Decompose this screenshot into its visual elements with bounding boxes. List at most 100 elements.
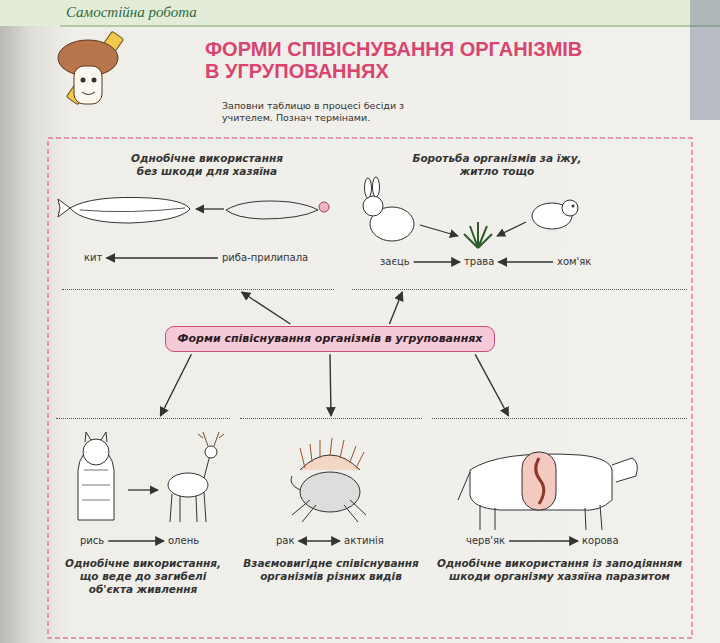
instruction-note: Заповни таблицю в процесі бесіди з учите…	[222, 100, 437, 125]
whale	[70, 197, 190, 223]
connector-arrow	[160, 354, 191, 416]
picture-arrow	[128, 489, 158, 490]
relation-description: Боротьба організмів за їжу, житло тощо	[407, 152, 587, 178]
organism-name: рак	[276, 535, 295, 547]
grass	[464, 222, 492, 248]
organism-name: рись	[80, 535, 104, 547]
shell	[300, 472, 360, 512]
competition-picture	[363, 177, 578, 248]
header-rule	[60, 25, 720, 27]
central-text: Форми співіснування організмів в угрупов…	[176, 332, 484, 346]
organism-label: хом'як	[557, 256, 591, 268]
organism-name: заєць	[380, 256, 410, 268]
eye	[92, 78, 97, 83]
deer-body	[168, 473, 208, 497]
cow-head	[612, 458, 637, 482]
rabbit-ear	[365, 178, 372, 198]
relation-group: Однобічне використання, що веде до загиб…	[56, 418, 230, 635]
picture-arrow	[497, 222, 526, 236]
relation-group: Взаємовигідне співіснування організмів р…	[240, 418, 422, 635]
lynx-ears	[85, 432, 107, 442]
organism-name: олень	[168, 535, 199, 547]
organism-name: черв'як	[466, 535, 505, 547]
description-block: Взаємовигідне співіснування організмів р…	[240, 557, 422, 583]
description-block: Боротьба організмів за їжу, житло тощо	[407, 152, 587, 178]
predator-picture	[78, 432, 224, 522]
frame	[48, 138, 692, 638]
hamster-eye	[572, 205, 575, 208]
connector-arrow	[106, 257, 218, 258]
description-block: Однобічне використання, що веде до загиб…	[56, 557, 230, 596]
crab-legs	[292, 500, 366, 522]
relation-group: Однобічне використання без шкоди для хаз…	[62, 148, 334, 290]
organism-label: актинія	[344, 535, 384, 547]
rabbit-head	[363, 196, 383, 216]
page-title: ФОРМИ СПІВІСНУВАННЯ ОРГАНІЗМІВ В УГРУПОВ…	[205, 38, 585, 83]
symbiosis-picture	[291, 438, 366, 522]
connector-arrow	[108, 540, 164, 541]
anemone	[300, 455, 360, 470]
relation-description: Взаємовигідне співіснування організмів р…	[240, 557, 422, 583]
connector-arrow	[242, 292, 291, 324]
fish-spot	[319, 202, 329, 212]
relation-description: Однобічне використання із заподіянням шк…	[432, 557, 687, 583]
organism-name: хом'як	[557, 256, 591, 268]
fish	[226, 201, 318, 219]
description-block: Однобічне використання без шкоди для хаз…	[122, 152, 292, 178]
organism-label: рак	[276, 535, 295, 547]
hamster-head	[562, 200, 578, 216]
worm	[536, 458, 544, 504]
anemone-tentacles	[300, 438, 364, 468]
organism-label: трава	[464, 256, 494, 268]
organism-label: черв'як	[466, 535, 505, 547]
description-block: Однобічне використання із заподіянням шк…	[432, 557, 687, 583]
connector-arrow	[475, 354, 508, 416]
connector-arrow	[299, 540, 340, 541]
central-box: Форми співіснування організмів в угрупов…	[165, 326, 495, 352]
organism-label: риба-прилипала	[222, 252, 308, 264]
crab-claw	[291, 476, 300, 490]
organism-name: риба-прилипала	[222, 252, 308, 264]
whale-tail	[58, 199, 70, 217]
background-object	[690, 0, 720, 120]
relation-group: Однобічне використання із заподіянням шк…	[432, 418, 687, 635]
rabbit-ear	[373, 177, 380, 197]
picture-arrow	[196, 208, 224, 209]
smile	[82, 92, 95, 95]
organism-label: кит	[84, 252, 102, 264]
lynx-head	[83, 439, 109, 465]
organism-label: рись	[80, 535, 104, 547]
whale-fish-picture	[58, 197, 329, 223]
picture-arrow	[420, 225, 458, 236]
lynx-stripes	[82, 470, 110, 500]
parasite-picture	[458, 452, 637, 530]
organism-name: трава	[464, 256, 494, 268]
relation-description: Однобічне використання без шкоди для хаз…	[122, 152, 292, 178]
organism-name: кит	[84, 252, 102, 264]
deer-head	[205, 446, 217, 458]
connector-arrow	[498, 261, 553, 262]
header-band	[0, 0, 720, 26]
connector-arrow	[330, 354, 331, 416]
connector-arrow	[389, 292, 402, 324]
eye	[81, 78, 86, 83]
relation-description: Однобічне використання, що веде до загиб…	[56, 557, 230, 596]
connector-arrow	[509, 540, 578, 541]
organism-label: олень	[168, 535, 199, 547]
section-header: Самостійна робота	[66, 4, 197, 21]
mushroom-stem	[74, 66, 102, 104]
organism-name: актинія	[344, 535, 384, 547]
deer-neck	[204, 455, 210, 478]
organism-label: корова	[582, 535, 619, 547]
mascot-icon	[58, 31, 124, 105]
whale-line	[80, 208, 185, 212]
deer-legs	[170, 492, 206, 522]
cow-tail	[458, 472, 470, 500]
worm-frame	[522, 452, 556, 510]
connector-arrow	[414, 261, 460, 262]
deer-antlers	[198, 432, 224, 446]
organism-label: заєць	[380, 256, 410, 268]
relation-group: Боротьба організмів за їжу, житло тощо за…	[352, 148, 687, 290]
